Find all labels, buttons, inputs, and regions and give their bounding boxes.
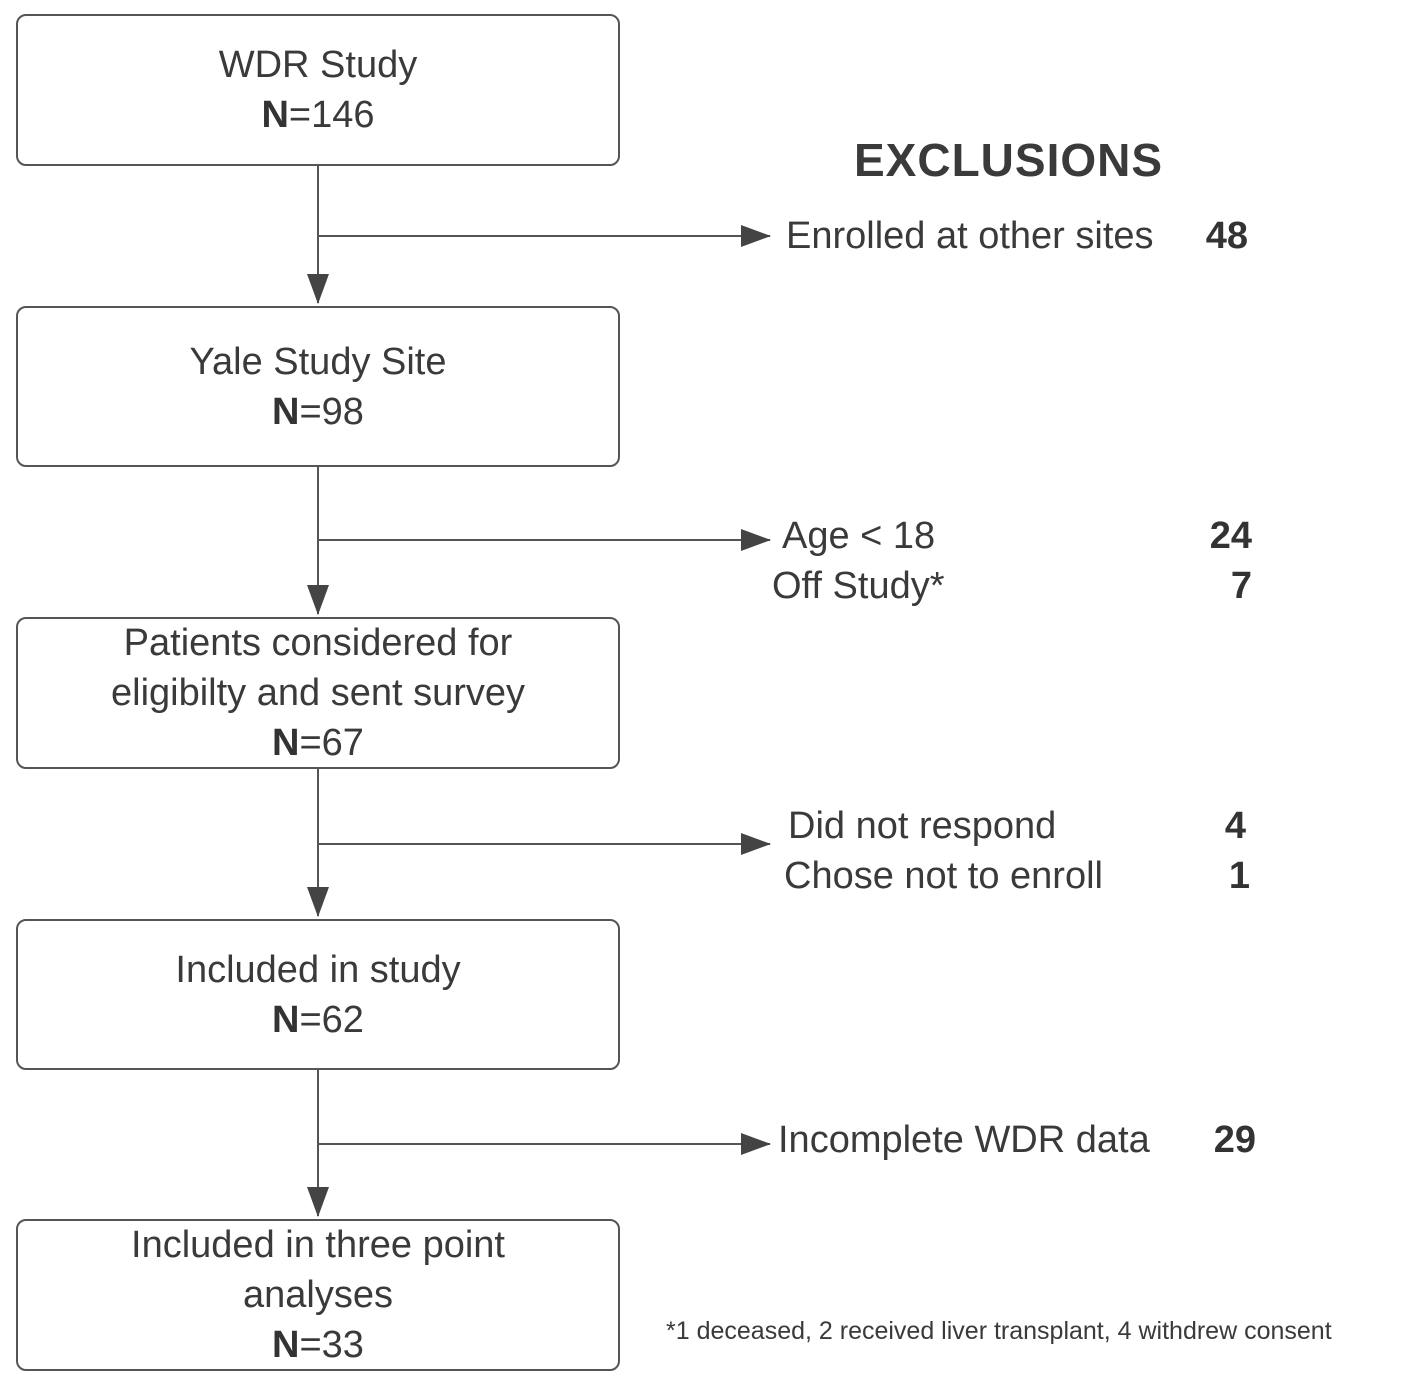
exclusion-count: 24 (1209, 515, 1252, 557)
box-title-line1: Included in three point (131, 1224, 505, 1266)
box-title-line1: Patients considered for (123, 622, 513, 664)
exclusion-label: Age < 18 (782, 515, 936, 557)
exclusion-count: 7 (1230, 565, 1252, 607)
exclusion-count: 1 (1228, 855, 1250, 897)
exclusion-count: 29 (1213, 1119, 1256, 1161)
exclusion-label: Off Study* (772, 565, 945, 607)
exclusion-label: Enrolled at other sites (786, 215, 1154, 257)
box-count: N=67 (272, 722, 364, 764)
box-title: Included in study (175, 948, 461, 991)
box-yale-study-site: Yale Study Site N=98 (16, 306, 620, 467)
box-three-point-analyses: Included in three point analyses N=33 (16, 1219, 620, 1371)
box-count: N=98 (272, 390, 364, 433)
exclusion-label: Did not respond (788, 805, 1057, 847)
box-count: N=146 (261, 94, 375, 136)
exclusion-count: 4 (1224, 805, 1246, 847)
exclusion-label: Chose not to enroll (784, 855, 1103, 897)
box-count: N=62 (272, 998, 364, 1041)
box-count: N=33 (272, 1324, 364, 1366)
exclusions-heading: EXCLUSIONS (854, 134, 1164, 186)
footnote: *1 deceased, 2 received liver transplant… (666, 1317, 1332, 1345)
box-title: WDR Study (218, 44, 418, 86)
exclusion-count: 48 (1205, 215, 1248, 257)
box-patients-considered: Patients considered for eligibilty and s… (16, 617, 620, 769)
box-title: Yale Study Site (189, 340, 447, 383)
box-title-line2: analyses (243, 1274, 393, 1316)
exclusion-label: Incomplete WDR data (778, 1119, 1150, 1161)
box-wdr-study: WDR Study N=146 (16, 14, 620, 166)
box-title-line2: eligibilty and sent survey (111, 672, 525, 714)
box-included-in-study: Included in study N=62 (16, 919, 620, 1070)
